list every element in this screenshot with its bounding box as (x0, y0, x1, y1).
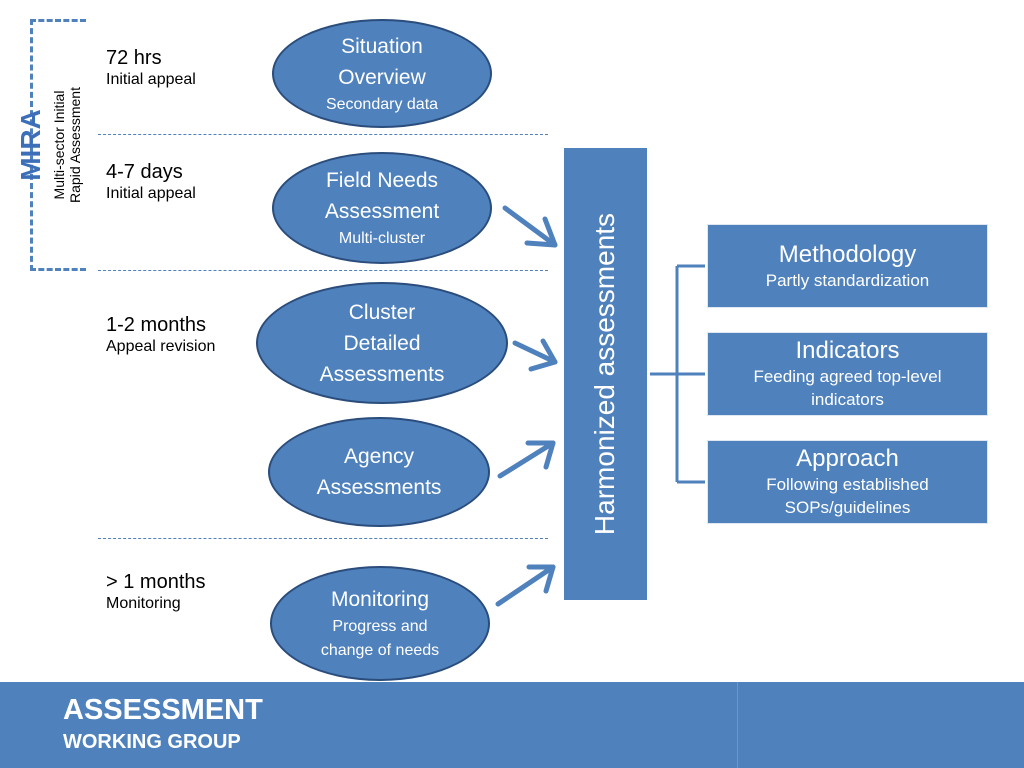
pillar-desc: Feeding agreed top-level (753, 367, 942, 386)
node-title-line: Detailed (343, 331, 421, 355)
monitoring-node: Monitoring Progress and change of needs (270, 566, 490, 681)
node-subtitle: Progress and (332, 618, 428, 635)
timeframe-period: > 1 months (106, 571, 206, 593)
arrow-icon (495, 564, 556, 607)
node-title-line: Assessment (324, 200, 440, 223)
methodology-box: Methodology Partly standardization (707, 224, 988, 308)
arrow-icon (502, 205, 558, 248)
approach-box: Approach Following established SOPs/guid… (707, 440, 988, 524)
node-title-line: Assessments (319, 362, 445, 386)
harmonized-assessments-label: Harmonized assessments (589, 212, 621, 536)
pillar-desc: Following established (766, 475, 929, 494)
row-separator (98, 538, 548, 539)
situation-overview-node: Situation Overview Secondary data (272, 19, 492, 128)
node-title-line: Monitoring (330, 588, 430, 611)
pillar-title: Approach (796, 445, 899, 472)
timeframe-period: 4-7 days (106, 161, 183, 183)
node-title-line: Agency (343, 445, 415, 468)
pillar-title: Indicators (795, 337, 900, 364)
arrow-icon (512, 338, 558, 372)
timeframe-purpose: Initial appeal (106, 185, 196, 202)
mira-bracket (30, 19, 86, 271)
timeframe-period: 72 hrs (106, 47, 162, 69)
footer-subtitle: WORKING GROUP (63, 731, 241, 753)
timeframe-over-1-month: > 1 months Monitoring (106, 570, 206, 614)
footer-bar: ASSESSMENT WORKING GROUP (0, 682, 1024, 768)
row-separator (98, 134, 548, 135)
node-title-line: Cluster (348, 300, 416, 324)
row-separator (98, 270, 548, 271)
cluster-detailed-assessments-node: Cluster Detailed Assessments (256, 282, 508, 404)
agency-assessments-node: Agency Assessments (268, 417, 490, 527)
pillar-desc: indicators (811, 390, 884, 409)
timeframe-1-2-months: 1-2 months Appeal revision (106, 313, 215, 357)
timeframe-72hrs: 72 hrs Initial appeal (106, 46, 196, 90)
node-subtitle: Secondary data (325, 95, 439, 113)
node-title-line: Assessments (316, 476, 442, 499)
bracket-connector (650, 264, 705, 484)
node-title-line: Field Needs (325, 169, 439, 192)
node-title-line: Overview (338, 65, 426, 89)
timeframe-4-7-days: 4-7 days Initial appeal (106, 160, 196, 204)
pillar-title: Methodology (778, 240, 917, 268)
timeframe-purpose: Monitoring (106, 595, 181, 612)
field-needs-assessment-node: Field Needs Assessment Multi-cluster (272, 152, 492, 264)
pillar-desc: Partly standardization (765, 270, 930, 290)
timeframe-period: 1-2 months (106, 314, 207, 336)
footer-divider (737, 682, 738, 768)
arrow-icon (497, 440, 556, 479)
timeframe-purpose: Initial appeal (106, 71, 196, 88)
indicators-box: Indicators Feeding agreed top-level indi… (707, 332, 988, 416)
pillar-desc: SOPs/guidelines (784, 498, 911, 517)
connectors-layer (495, 205, 705, 607)
timeframe-purpose: Appeal revision (106, 338, 216, 355)
footer-title: ASSESSMENT (63, 694, 263, 726)
node-subtitle: Multi-cluster (338, 230, 426, 247)
harmonized-assessments-box: Harmonized assessments (564, 148, 647, 600)
node-title-line: Situation (341, 34, 423, 58)
node-subtitle: change of needs (320, 642, 440, 659)
